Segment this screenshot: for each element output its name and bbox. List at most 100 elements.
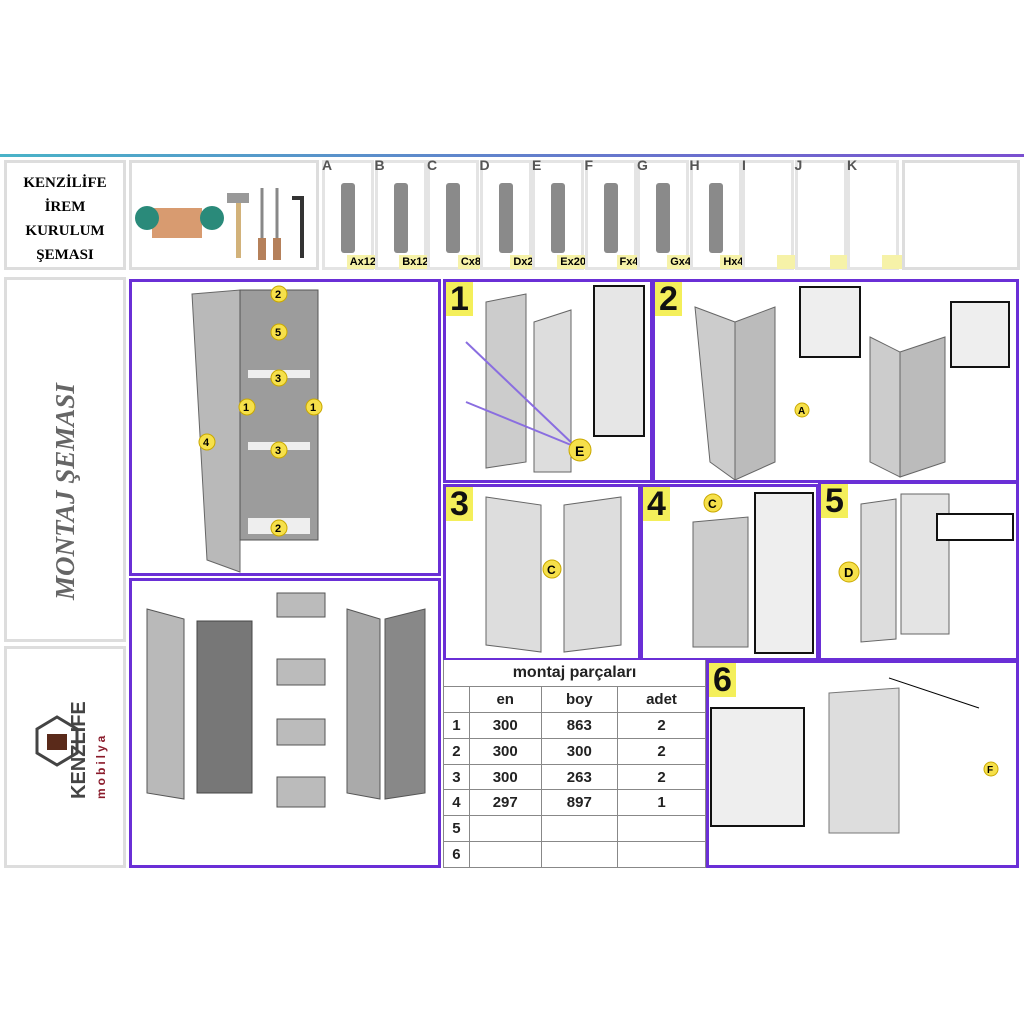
- part-letter: F: [584, 157, 594, 173]
- part-letter: H: [689, 157, 700, 173]
- part-cell-a: A Ax12: [322, 157, 379, 270]
- part-number-label: 2: [275, 289, 281, 301]
- empty-part-box: [902, 160, 1020, 270]
- part-number-marker: [198, 433, 216, 451]
- part-letter: A: [322, 157, 333, 173]
- part-letter: J: [794, 157, 803, 173]
- part-quantity: Dx2: [510, 255, 537, 269]
- table-cell: 5: [443, 815, 470, 843]
- part-quantity: [829, 255, 852, 269]
- door-panel: [191, 289, 241, 573]
- table-cell: [540, 815, 619, 843]
- nail-icon: [551, 183, 565, 253]
- table-cell: 2: [443, 737, 470, 765]
- part-label-c: C: [708, 497, 717, 511]
- table-cell: 2: [617, 737, 706, 765]
- part-quantity: [882, 255, 904, 269]
- table-cell: 300: [468, 711, 542, 739]
- part-quantity: Gx4: [667, 255, 694, 269]
- part-number-label: 1: [243, 402, 249, 414]
- screw-icon: [341, 183, 355, 253]
- logo-box: KENZLIFE mobilya: [4, 646, 126, 868]
- table-cell: 6: [443, 841, 470, 868]
- tools-box: [129, 160, 319, 270]
- part-number-marker: [270, 441, 288, 459]
- column-header: boy: [540, 686, 619, 713]
- step-number: 3: [446, 487, 473, 521]
- part-quantity: Cx8: [457, 255, 484, 269]
- part-quantity: Ex20: [557, 255, 589, 269]
- part-number-marker: [270, 519, 288, 537]
- table-title: montaj parçaları: [443, 660, 706, 688]
- part-label-e: E: [575, 443, 584, 459]
- part-number-label: 3: [275, 373, 281, 385]
- logo-sub: mobilya: [94, 733, 108, 799]
- table-cell: 2: [617, 711, 706, 739]
- part-quantity: [777, 255, 799, 269]
- pin-icon: [446, 183, 460, 253]
- part-number-marker: [270, 323, 288, 341]
- part-number-marker: [270, 369, 288, 387]
- side-title: MONTAJ ŞEMASI: [50, 383, 80, 600]
- part-cell-k: K: [847, 157, 904, 270]
- part-letter: C: [427, 157, 438, 173]
- column-header: [443, 686, 470, 713]
- part-cell-i: I: [742, 157, 799, 270]
- part-quantity: Hx4: [720, 255, 747, 269]
- part-number-marker: [305, 398, 323, 416]
- table-row: 6: [443, 841, 706, 868]
- title-line: İREM: [44, 199, 86, 215]
- part-number-label: 5: [275, 327, 281, 339]
- part-cell-f: F Fx4: [584, 157, 642, 270]
- part-number-label: 2: [275, 523, 281, 535]
- table-cell: 863: [540, 711, 619, 739]
- part-cell-e: E Ex20: [532, 157, 589, 270]
- part-number-marker: [238, 398, 256, 416]
- table-row: 5: [443, 815, 706, 843]
- title-box: KENZİLİFE İREM KURULUM ŞEMASI: [4, 160, 126, 270]
- part-number-label: 1: [310, 402, 316, 414]
- part-cell-g: G Gx4: [637, 157, 694, 270]
- bracket-icon: [656, 183, 670, 253]
- table-cell: 897: [540, 789, 619, 817]
- part-cell-j: J: [794, 157, 852, 270]
- column-header: en: [468, 686, 542, 713]
- part-quantity: Ax12: [346, 255, 379, 269]
- part-cell-c: C Cx8: [427, 157, 484, 270]
- table-cell: 300: [468, 737, 542, 765]
- table-cell: 3: [443, 763, 470, 791]
- step-number: 4: [643, 487, 670, 521]
- part-letter: K: [847, 157, 858, 173]
- part-letter: B: [374, 157, 385, 173]
- step-number: 6: [709, 663, 736, 697]
- part-label-c: C: [547, 563, 556, 577]
- top-divider: [0, 154, 1024, 157]
- column-header: adet: [617, 686, 706, 713]
- dowel-icon: [603, 183, 618, 253]
- part-label-a: A: [798, 406, 805, 417]
- part-quantity: Fx4: [616, 255, 642, 269]
- part-number-label: 4: [203, 437, 210, 449]
- table-cell: [617, 841, 706, 868]
- table-cell: [617, 815, 706, 843]
- exploded-parts-panel: [129, 578, 441, 868]
- part-cell-h: H Hx4: [689, 157, 747, 270]
- side-title-box: MONTAJ ŞEMASI: [4, 277, 126, 642]
- part-letter: G: [637, 157, 648, 173]
- table-cell: 297: [468, 789, 542, 817]
- tools-icon: [135, 188, 304, 260]
- part-letter: E: [532, 157, 542, 173]
